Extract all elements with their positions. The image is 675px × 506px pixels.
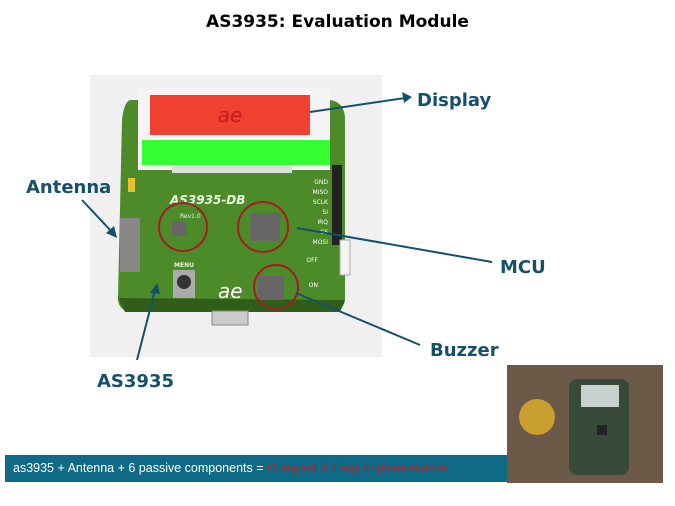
callout-display: Display: [417, 90, 492, 111]
antenna-part: [120, 218, 140, 272]
board-rev: Rev1.0: [180, 213, 201, 220]
svg-text:ON: ON: [309, 282, 318, 289]
svg-text:IRQ: IRQ: [317, 219, 328, 226]
pcb-edge: [118, 298, 345, 312]
board-logo: ae: [218, 279, 243, 303]
summary-banner: as3935 + Antenna + 6 passive components …: [5, 455, 507, 482]
svg-text:GND: GND: [314, 179, 328, 186]
board-photo: [507, 365, 663, 483]
display-screen: [150, 95, 310, 135]
callout-antenna: Antenna: [26, 177, 112, 198]
jumper: [128, 178, 135, 192]
board-name: AS3935-DB: [169, 193, 245, 207]
display-logo: ae: [218, 103, 243, 127]
svg-text:SI: SI: [322, 209, 328, 216]
arrow-heads: [106, 92, 412, 294]
buzzer-part: [258, 276, 284, 300]
banner-text: as3935 + Antenna + 6 passive components …: [13, 461, 268, 475]
callout-as3935: AS3935: [97, 371, 174, 392]
photo-display: [581, 385, 619, 407]
lcd-pins: [172, 165, 292, 173]
mcu-chip: [250, 213, 280, 241]
pin-header: [332, 165, 342, 245]
buzzer-highlight: [253, 264, 299, 310]
photo-chip: [597, 425, 607, 435]
callout-mcu: MCU: [500, 257, 546, 278]
banner-highlight: Compact & Easy implementation: [267, 461, 449, 475]
menu-button-cap: [177, 275, 191, 289]
menu-label: MENU: [174, 262, 194, 269]
svg-text:MISO: MISO: [313, 189, 329, 196]
as3935-chip: [172, 222, 186, 236]
slide-title: AS3935: Evaluation Module: [206, 12, 469, 32]
coin: [519, 399, 555, 435]
display-green-bar: [142, 140, 330, 165]
as3935-highlight: [158, 202, 208, 252]
svg-text:OFF: OFF: [306, 257, 318, 264]
power-switch: [339, 239, 351, 276]
callout-arrows: [81, 97, 493, 361]
callout-buzzer: Buzzer: [430, 340, 499, 361]
mcu-highlight: [237, 201, 289, 253]
svg-text:MOSI: MOSI: [313, 239, 329, 246]
usb-connector: [211, 310, 249, 326]
svg-text:SCLK: SCLK: [313, 199, 329, 206]
